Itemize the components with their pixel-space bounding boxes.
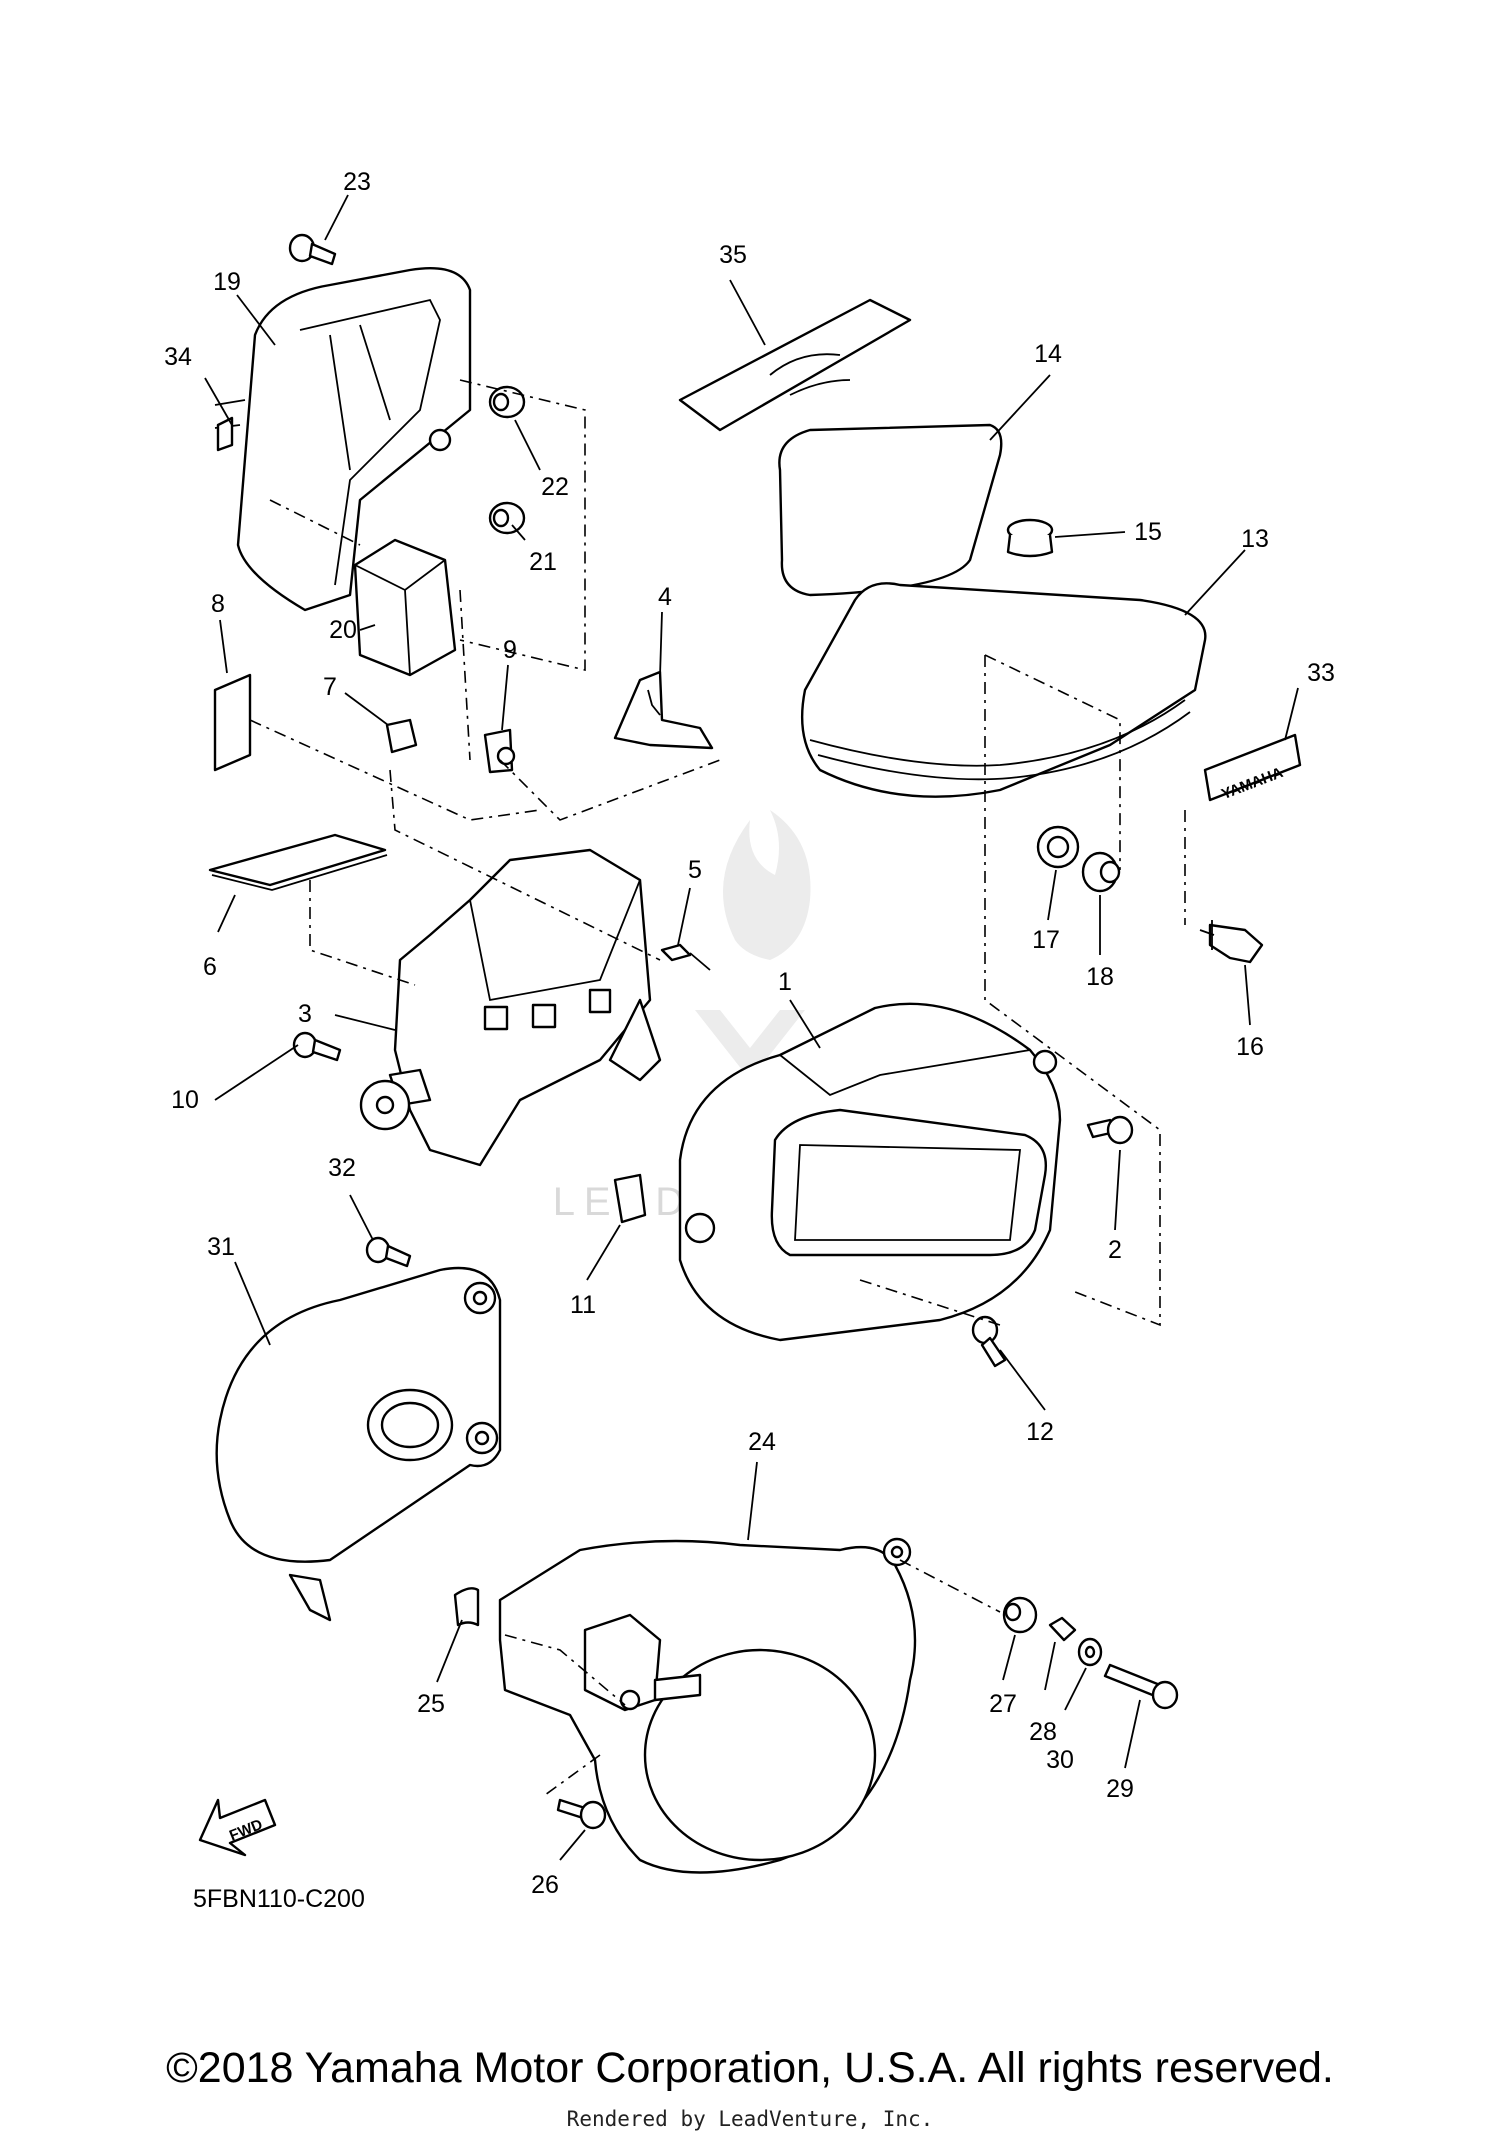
copyright-notice: ©2018 Yamaha Motor Corporation, U.S.A. A… [166, 2044, 1334, 2092]
part-17-nut [1036, 825, 1080, 869]
part-18-grommet [1081, 851, 1121, 893]
part-5-pin [660, 943, 711, 971]
callout-15: 15 [1134, 518, 1162, 546]
callout-9: 9 [503, 636, 517, 664]
callout-33: 33 [1307, 659, 1335, 687]
part-32-bolt [365, 1236, 412, 1268]
callout-30: 30 [1046, 1746, 1074, 1774]
part-8-pad [213, 673, 252, 772]
part-33-yamaha-emblem: YAMAHA [1203, 733, 1302, 803]
callout-22: 22 [541, 473, 569, 501]
callout-5: 5 [688, 856, 702, 884]
part-4-bracket [613, 670, 714, 750]
callout-31: 31 [207, 1233, 235, 1261]
leader-lines [204, 194, 1299, 1861]
callout-25: 25 [417, 1690, 445, 1718]
part-22-grommet [488, 385, 526, 419]
callout-32: 32 [328, 1154, 356, 1182]
callout-7: 7 [323, 673, 337, 701]
callout-28: 28 [1029, 1718, 1057, 1746]
part-6-sheet [208, 833, 387, 887]
callout-26: 26 [531, 1871, 559, 1899]
part-35-pad [678, 298, 912, 432]
part-9-clip [483, 728, 516, 774]
part-3-bracket [359, 848, 662, 1167]
callout-2: 2 [1108, 1236, 1122, 1264]
callout-8: 8 [211, 590, 225, 618]
callout-24: 24 [748, 1428, 776, 1456]
part-11-clip [613, 1173, 647, 1224]
part-30-washer [1077, 1637, 1103, 1667]
callout-11: 11 [570, 1291, 596, 1319]
callout-19: 19 [213, 268, 241, 296]
callout-4: 4 [658, 583, 672, 611]
part-28-collar [1048, 1616, 1077, 1642]
callout-6: 6 [203, 953, 217, 981]
part-26-bolt [556, 1798, 607, 1830]
part-15-grommet [1006, 518, 1054, 558]
callout-16: 16 [1236, 1033, 1264, 1061]
callout-10: 10 [171, 1086, 199, 1114]
callout-18: 18 [1086, 963, 1114, 991]
part-31-sprocket-cover [215, 1266, 502, 1622]
callout-23: 23 [343, 168, 371, 196]
part-1-air-box [678, 1002, 1062, 1342]
part-13-side-cover [800, 582, 1207, 798]
part-14-panel [778, 423, 1003, 597]
part-34-pad [216, 416, 234, 452]
assembly-lines [249, 379, 1186, 1796]
callout-20: 20 [329, 616, 357, 644]
diagram-code: 5FBN110-C200 [193, 1885, 365, 1913]
part-23-bolt [288, 233, 337, 266]
part-27-grommet [1002, 1596, 1038, 1634]
callout-34: 34 [164, 343, 192, 371]
callout-14: 14 [1034, 340, 1062, 368]
callout-21: 21 [529, 548, 557, 576]
part-24-lower-cover [498, 1537, 917, 1874]
part-20-block [353, 538, 457, 677]
part-12-bolt [971, 1315, 1007, 1368]
callout-27: 27 [989, 1690, 1017, 1718]
fwd-arrow-icon: FWD [198, 1798, 277, 1857]
callout-3: 3 [298, 1000, 312, 1028]
callout-35: 35 [719, 241, 747, 269]
part-7-plug [385, 718, 418, 754]
callout-13: 13 [1241, 525, 1269, 553]
part-25-cap [453, 1587, 480, 1627]
part-10-bolt [292, 1031, 342, 1062]
part-2-bolt [1086, 1115, 1134, 1145]
callout-1: 1 [778, 968, 792, 996]
callout-12: 12 [1026, 1418, 1054, 1446]
part-21-grommet [488, 501, 526, 535]
part-16-fastener [1199, 920, 1264, 964]
rendered-by: Rendered by LeadVenture, Inc. [567, 2107, 934, 2131]
part-29-bolt [1103, 1663, 1179, 1710]
callouts: 23 19 34 35 14 15 13 33 22 21 20 8 7 9 4… [164, 168, 1335, 1899]
callout-29: 29 [1106, 1775, 1134, 1803]
callout-17: 17 [1032, 926, 1060, 954]
